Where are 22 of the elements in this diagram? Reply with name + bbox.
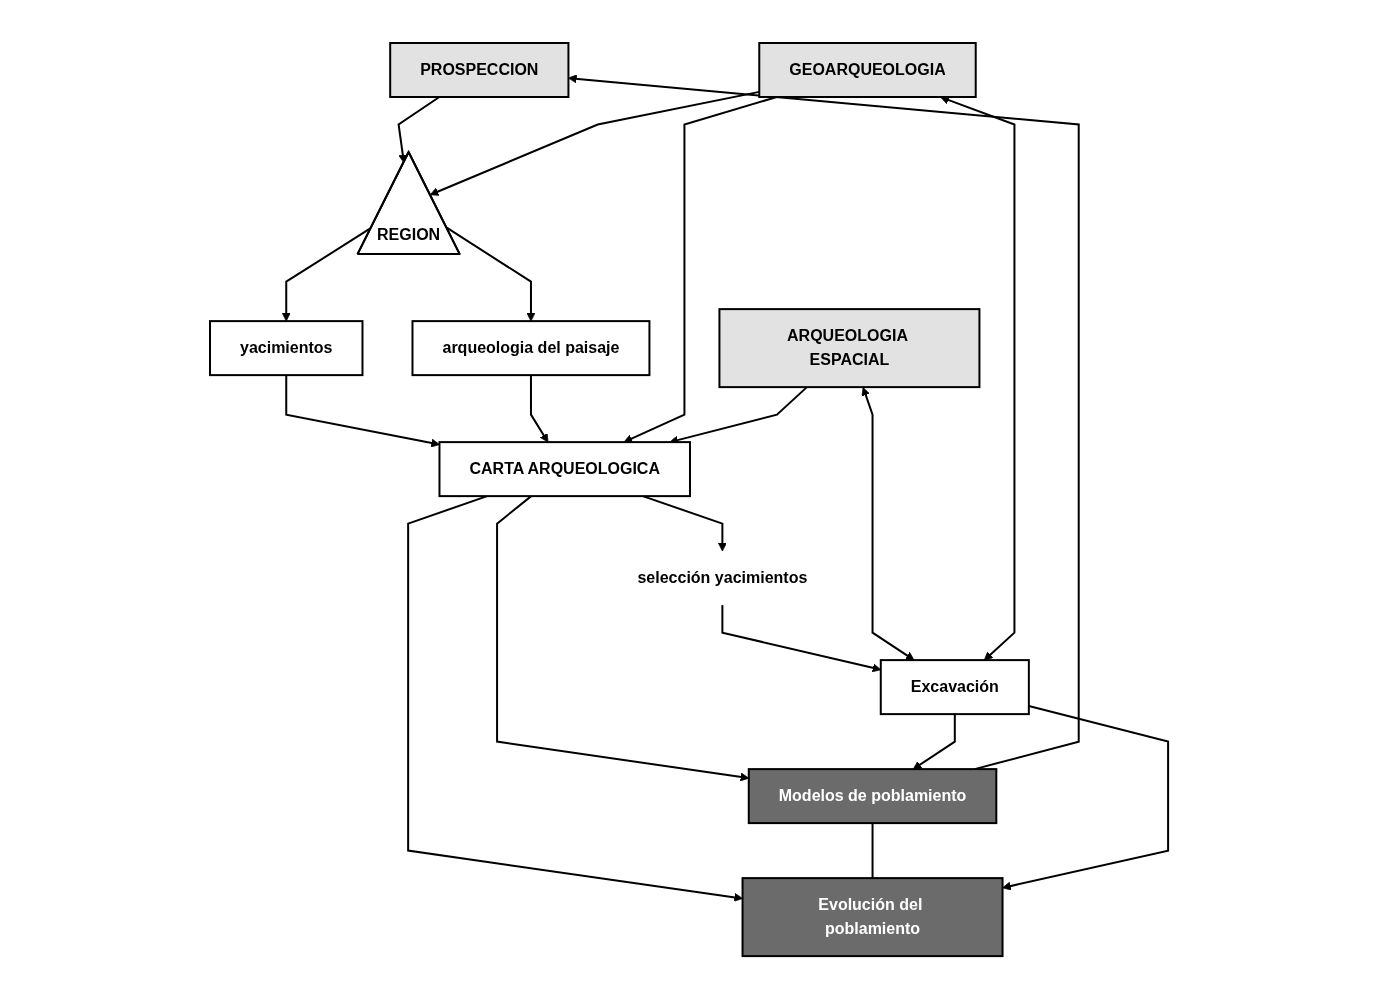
arrow bbox=[642, 495, 728, 552]
arrow bbox=[862, 387, 915, 661]
node-text: selección yacimientos bbox=[637, 569, 808, 587]
arrow bbox=[721, 604, 882, 673]
node-box: Excavación bbox=[880, 659, 1031, 716]
arrow bbox=[913, 713, 957, 770]
node-box: Evolución del poblamiento bbox=[742, 877, 1004, 958]
node-box: CARTA ARQUEOLOGICA bbox=[438, 441, 692, 498]
node-box: ARQUEOLOGIA ESPACIAL bbox=[718, 308, 981, 389]
arrow bbox=[397, 95, 441, 164]
arrow bbox=[568, 74, 1081, 771]
node-box: GEOARQUEOLOGIA bbox=[758, 41, 978, 98]
node-box: yacimientos bbox=[209, 320, 364, 377]
arrow bbox=[446, 226, 536, 322]
arrow bbox=[1002, 704, 1170, 891]
node-box: arqueologia del paisaje bbox=[411, 320, 651, 377]
arrow bbox=[940, 95, 1016, 661]
connector bbox=[872, 822, 874, 880]
arrow bbox=[530, 374, 549, 443]
node-box: PROSPECCION bbox=[389, 41, 570, 98]
node-box: Modelos de poblamiento bbox=[748, 768, 998, 825]
arrow bbox=[496, 495, 750, 782]
